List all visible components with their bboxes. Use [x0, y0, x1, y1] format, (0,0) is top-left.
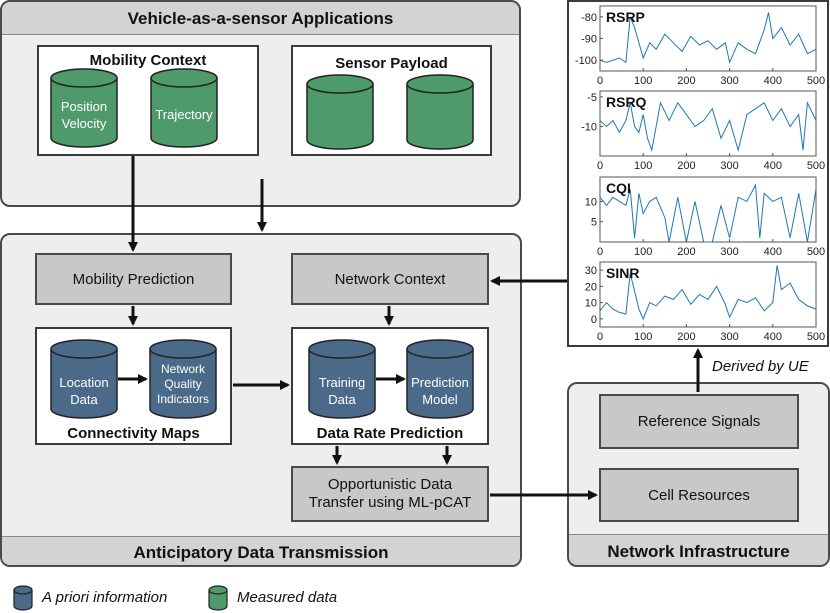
- prediction-label: Prediction: [411, 375, 469, 390]
- rsrq-series-line: [599, 100, 817, 153]
- rsrp-xtick-label: 500: [807, 75, 825, 87]
- cell-resources-box: Cell Resources: [599, 468, 799, 522]
- vehicle-as-a-sensor-title: Vehicle-as-a-sensor Applications: [2, 2, 519, 35]
- cqi-title: CQI: [606, 180, 631, 196]
- cqi-xtick-label: 100: [634, 246, 652, 258]
- cqi-ytick-label: 10: [585, 196, 597, 208]
- sinr-ytick-label: 0: [591, 314, 597, 326]
- sinr-title: SINR: [606, 265, 639, 281]
- network-label: Network: [160, 362, 205, 376]
- rsrq-xtick-label: 300: [720, 160, 738, 172]
- training-data-sub-label: Data: [328, 392, 356, 407]
- cylinder-prediction-model: [406, 339, 474, 419]
- mobility-context-title: Mobility Context: [89, 52, 207, 69]
- sinr-xtick-label: 200: [677, 331, 695, 343]
- reference-signals-box: Reference Signals: [599, 394, 799, 449]
- rsrp-xtick-label: 200: [677, 75, 695, 87]
- training-label: Training: [318, 375, 366, 390]
- trajectory-label: Trajectory: [155, 107, 213, 122]
- rsrp-title: RSRP: [606, 9, 645, 25]
- cqi-xtick-label: 0: [597, 246, 603, 258]
- model-label: Model: [422, 392, 458, 407]
- rsrp-ytick-label: -100: [575, 55, 597, 67]
- velocity-label: Velocity: [61, 116, 107, 131]
- legend-measured-icon: [208, 585, 228, 611]
- sinr-ytick-label: 10: [585, 298, 597, 310]
- network-context-box: Network Context: [291, 253, 489, 305]
- anticipatory-data-transmission-title: Anticipatory Data Transmission: [2, 536, 520, 565]
- connectivity-maps-title: Connectivity Maps: [67, 425, 200, 442]
- sinr-xtick-label: 400: [764, 331, 782, 343]
- cylinder-position-velocity: [50, 68, 118, 148]
- indicators-label: Indicators: [156, 392, 210, 406]
- cqi-series-line: [599, 183, 817, 243]
- rsrp-xtick-label: 0: [597, 75, 603, 87]
- rsrp-xtick-label: 300: [720, 75, 738, 87]
- cylinder-trajectory: [150, 68, 218, 148]
- rsrq-ytick-label: -10: [581, 121, 597, 133]
- sinr-series-line: [599, 265, 817, 321]
- sinr-xtick-label: 500: [807, 331, 825, 343]
- data-label: Data: [70, 392, 98, 407]
- network-infrastructure-title: Network Infrastructure: [569, 534, 828, 565]
- opportunistic-transfer-line2: Transfer using ML-pCAT: [308, 494, 472, 511]
- cqi-xtick-label: 400: [764, 246, 782, 258]
- rsrq-xtick-label: 200: [677, 160, 695, 172]
- rsrp-ytick-label: -80: [581, 12, 597, 24]
- cylinder-sensor-payload-1: [306, 74, 374, 150]
- legend-measured-label: Measured data: [237, 589, 338, 606]
- location-data-label: Location Data: [49, 374, 119, 408]
- sinr-plot-area: [599, 261, 817, 328]
- training-data-label: Training Data: [307, 374, 377, 408]
- rsrq-xtick-label: 100: [634, 160, 652, 172]
- rsrp-ytick-label: -90: [581, 34, 597, 46]
- mobility-prediction-box: Mobility Prediction: [35, 253, 232, 305]
- cylinder-sensor-payload-2: [406, 74, 474, 150]
- cylinder-network-quality-indicators: [149, 339, 217, 419]
- derived-by-ue-label: Derived by UE: [712, 358, 809, 375]
- rsrp-plot-area: [599, 5, 817, 72]
- rsrq-plot-area: [599, 90, 817, 157]
- network-quality-indicators-label: Network Quality Indicators: [146, 362, 220, 407]
- data-rate-prediction-title: Data Rate Prediction: [316, 425, 464, 442]
- position-velocity-label: Position Velocity: [49, 98, 119, 132]
- cqi-xtick-label: 200: [677, 246, 695, 258]
- rsrq-ytick-label: -5: [587, 92, 597, 104]
- rsrp-series-line: [599, 12, 817, 64]
- sinr-xtick-label: 300: [720, 331, 738, 343]
- rsrq-xtick-label: 500: [807, 160, 825, 172]
- position-label: Position: [60, 99, 108, 114]
- quality-label: Quality: [164, 377, 202, 391]
- cqi-ytick-label: 5: [591, 217, 597, 229]
- cqi-xtick-label: 500: [807, 246, 825, 258]
- cqi-plot-area: [599, 176, 817, 243]
- cylinder-location-data: [50, 339, 118, 419]
- location-label: Location: [59, 375, 109, 390]
- rsrp-xtick-label: 400: [764, 75, 782, 87]
- legend-a-priori-icon: [13, 585, 33, 611]
- sinr-xtick-label: 0: [597, 331, 603, 343]
- sensor-payload-title: Sensor Payload: [335, 55, 448, 72]
- rsrq-xtick-label: 0: [597, 160, 603, 172]
- opportunistic-transfer-box: Opportunistic Data Transfer using ML-pCA…: [291, 466, 489, 522]
- opportunistic-transfer-line1: Opportunistic Data: [327, 476, 453, 493]
- rsrp-xtick-label: 100: [634, 75, 652, 87]
- cylinder-training-data: [308, 339, 376, 419]
- sinr-ytick-label: 20: [585, 281, 597, 293]
- rsrq-xtick-label: 400: [764, 160, 782, 172]
- rsrq-title: RSRQ: [606, 94, 647, 110]
- sinr-ytick-label: 30: [585, 265, 597, 277]
- prediction-model-label: Prediction Model: [403, 374, 477, 408]
- sinr-xtick-label: 100: [634, 331, 652, 343]
- cqi-xtick-label: 300: [720, 246, 738, 258]
- legend-a-priori-label: A priori information: [42, 589, 168, 606]
